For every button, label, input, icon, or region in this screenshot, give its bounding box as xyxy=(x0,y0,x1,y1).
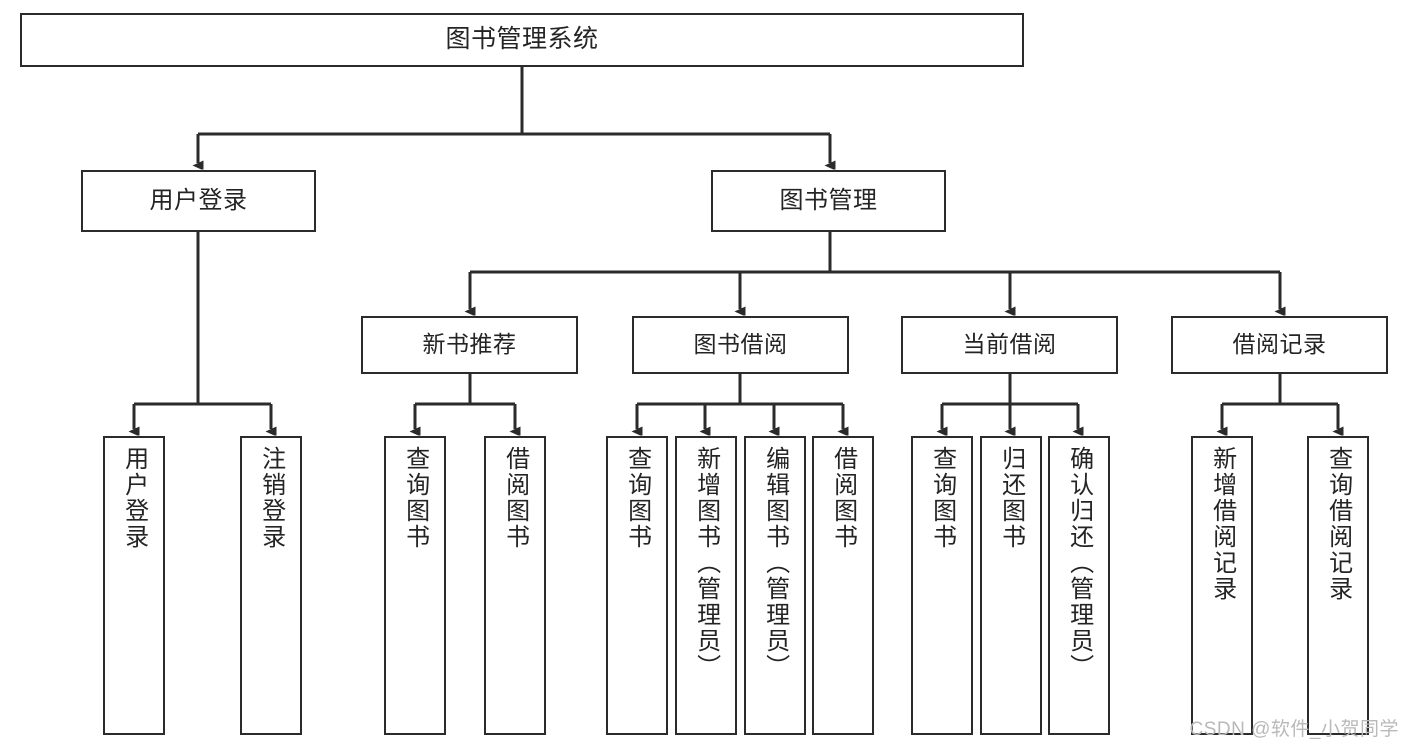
leaf-add-borrow-record[interactable]: 新增借阅记录 xyxy=(1191,436,1253,735)
csdn-watermark: CSDN @软件_小贺同学 xyxy=(1189,719,1399,740)
leaf-query-book-recommend[interactable]: 查询图书 xyxy=(384,436,446,735)
leaf-confirm-return-admin[interactable]: 确认归还（管理员） xyxy=(1048,436,1110,735)
leaf-logout[interactable]: 注销登录 xyxy=(240,436,302,735)
node-root-book-management-system[interactable]: 图书管理系统 xyxy=(20,13,1024,67)
node-label: 用户登录 xyxy=(149,186,248,214)
node-current-borrow[interactable]: 当前借阅 xyxy=(901,316,1118,374)
node-label: 注销登录 xyxy=(257,446,285,550)
node-label: 借阅记录 xyxy=(1232,331,1327,358)
node-label: 用户登录 xyxy=(120,446,148,550)
node-label: 借阅图书 xyxy=(829,446,857,550)
node-label: 图书管理系统 xyxy=(445,25,599,54)
leaf-query-borrow-record[interactable]: 查询借阅记录 xyxy=(1307,436,1369,735)
leaf-edit-book-admin[interactable]: 编辑图书（管理员） xyxy=(744,436,806,735)
node-label: 新增借阅记录 xyxy=(1208,446,1236,602)
leaf-query-book-current[interactable]: 查询图书 xyxy=(911,436,973,735)
node-borrow-record[interactable]: 借阅记录 xyxy=(1171,316,1388,374)
node-user-login[interactable]: 用户登录 xyxy=(81,170,316,232)
node-label: 查询图书 xyxy=(928,446,956,550)
node-label: 确认归还（管理员） xyxy=(1065,446,1093,680)
node-label: 当前借阅 xyxy=(962,331,1057,358)
node-book-borrow[interactable]: 图书借阅 xyxy=(632,316,849,374)
leaf-return-book[interactable]: 归还图书 xyxy=(980,436,1042,735)
leaf-query-book-borrow[interactable]: 查询图书 xyxy=(606,436,668,735)
node-new-book-recommend[interactable]: 新书推荐 xyxy=(361,316,578,374)
node-label: 查询借阅记录 xyxy=(1324,446,1352,602)
node-label: 编辑图书（管理员） xyxy=(761,446,789,680)
leaf-add-book-admin[interactable]: 新增图书（管理员） xyxy=(675,436,737,735)
leaf-borrow-book[interactable]: 借阅图书 xyxy=(812,436,874,735)
node-label: 图书借阅 xyxy=(693,331,788,358)
node-label: 图书管理 xyxy=(779,186,878,214)
node-label: 查询图书 xyxy=(623,446,651,550)
node-label: 新增图书（管理员） xyxy=(692,446,720,680)
node-label: 新书推荐 xyxy=(422,331,517,358)
node-label: 借阅图书 xyxy=(501,446,529,550)
leaf-user-login[interactable]: 用户登录 xyxy=(103,436,165,735)
node-label: 归还图书 xyxy=(997,446,1025,550)
leaf-borrow-book-recommend[interactable]: 借阅图书 xyxy=(484,436,546,735)
node-label: 查询图书 xyxy=(401,446,429,550)
node-book-management[interactable]: 图书管理 xyxy=(711,170,946,232)
